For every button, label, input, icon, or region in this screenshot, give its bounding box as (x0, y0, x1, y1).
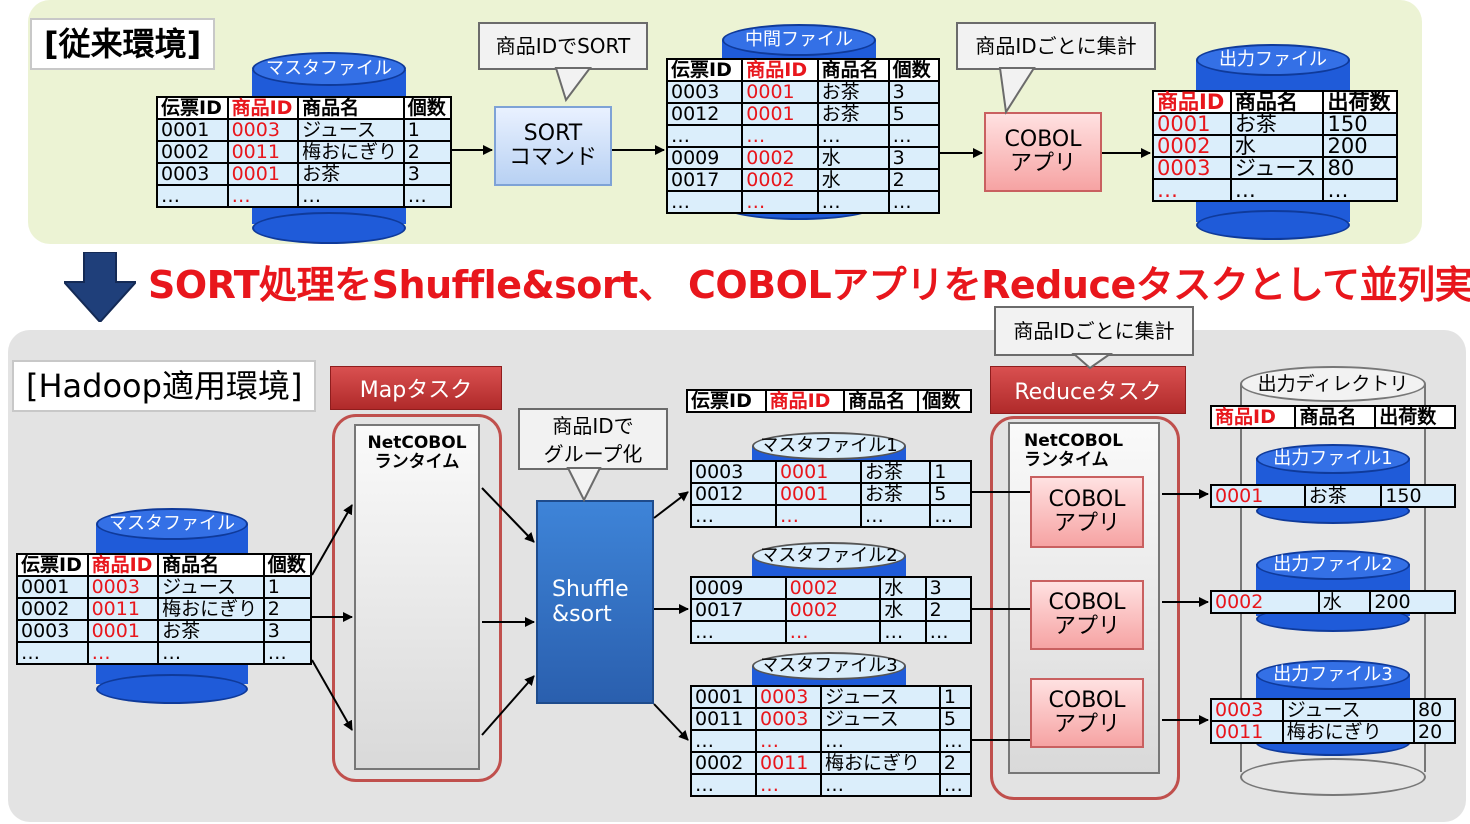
shuffle-sort-box: Shuffle &sort (536, 500, 654, 704)
mid-file-1-label: マスタファイル1 (752, 432, 906, 460)
aggregate-callout-bottom: 商品IDごとに集計 (994, 306, 1194, 356)
table-row: ………… (690, 620, 973, 644)
table-row: ………… (156, 184, 453, 208)
main-caption: SORT処理をShuffle&sort、 COBOLアプリをReduceタスクと… (148, 263, 1470, 307)
map-task-label: Mapタスク (330, 366, 502, 410)
table-row: ………… (665, 124, 941, 148)
mid-file-3-label: マスタファイル3 (752, 652, 906, 680)
down-arrow-icon (64, 252, 136, 322)
aggregate-callout-top: 商品IDごとに集計 (956, 22, 1156, 70)
intermediate-file-label: 中間ファイル (722, 24, 876, 56)
table-row: ………… (665, 190, 941, 214)
output-file-1-label: 出力ファイル1 (1256, 444, 1410, 474)
mid-file-2-label: マスタファイル2 (752, 542, 906, 570)
output-file-label: 出力ファイル (1196, 44, 1350, 76)
sort-callout: 商品IDでSORT (478, 22, 648, 70)
hadoop-title: [Hadoop適用環境] (12, 360, 317, 412)
conventional-title: [従来環境] (30, 18, 216, 70)
master-file-label: マスタファイル (252, 52, 406, 86)
map-task-frame (332, 414, 502, 782)
table-row: ………… (690, 504, 972, 528)
output-directory-label: 出力ディレクトリ (1240, 366, 1426, 402)
table-row: ………… (16, 641, 313, 665)
map-runtime-box: NetCOBOL ランタイム (354, 424, 480, 770)
table-row: ………… (690, 729, 973, 753)
output-file-2-label: 出力ファイル2 (1256, 550, 1410, 580)
group-callout: 商品IDで グループ化 (518, 408, 668, 470)
sort-command-box: SORT コマンド (494, 106, 612, 186)
table-row: ………… (690, 773, 973, 797)
reduce-task-label: Reduceタスク (990, 366, 1186, 414)
hadoop-master-file-label: マスタファイル (96, 508, 248, 540)
cobol-app-box-top: COBOL アプリ (984, 112, 1102, 192)
table-row: ……… (1152, 178, 1398, 202)
output-file-3-label: 出力ファイル3 (1256, 660, 1410, 690)
